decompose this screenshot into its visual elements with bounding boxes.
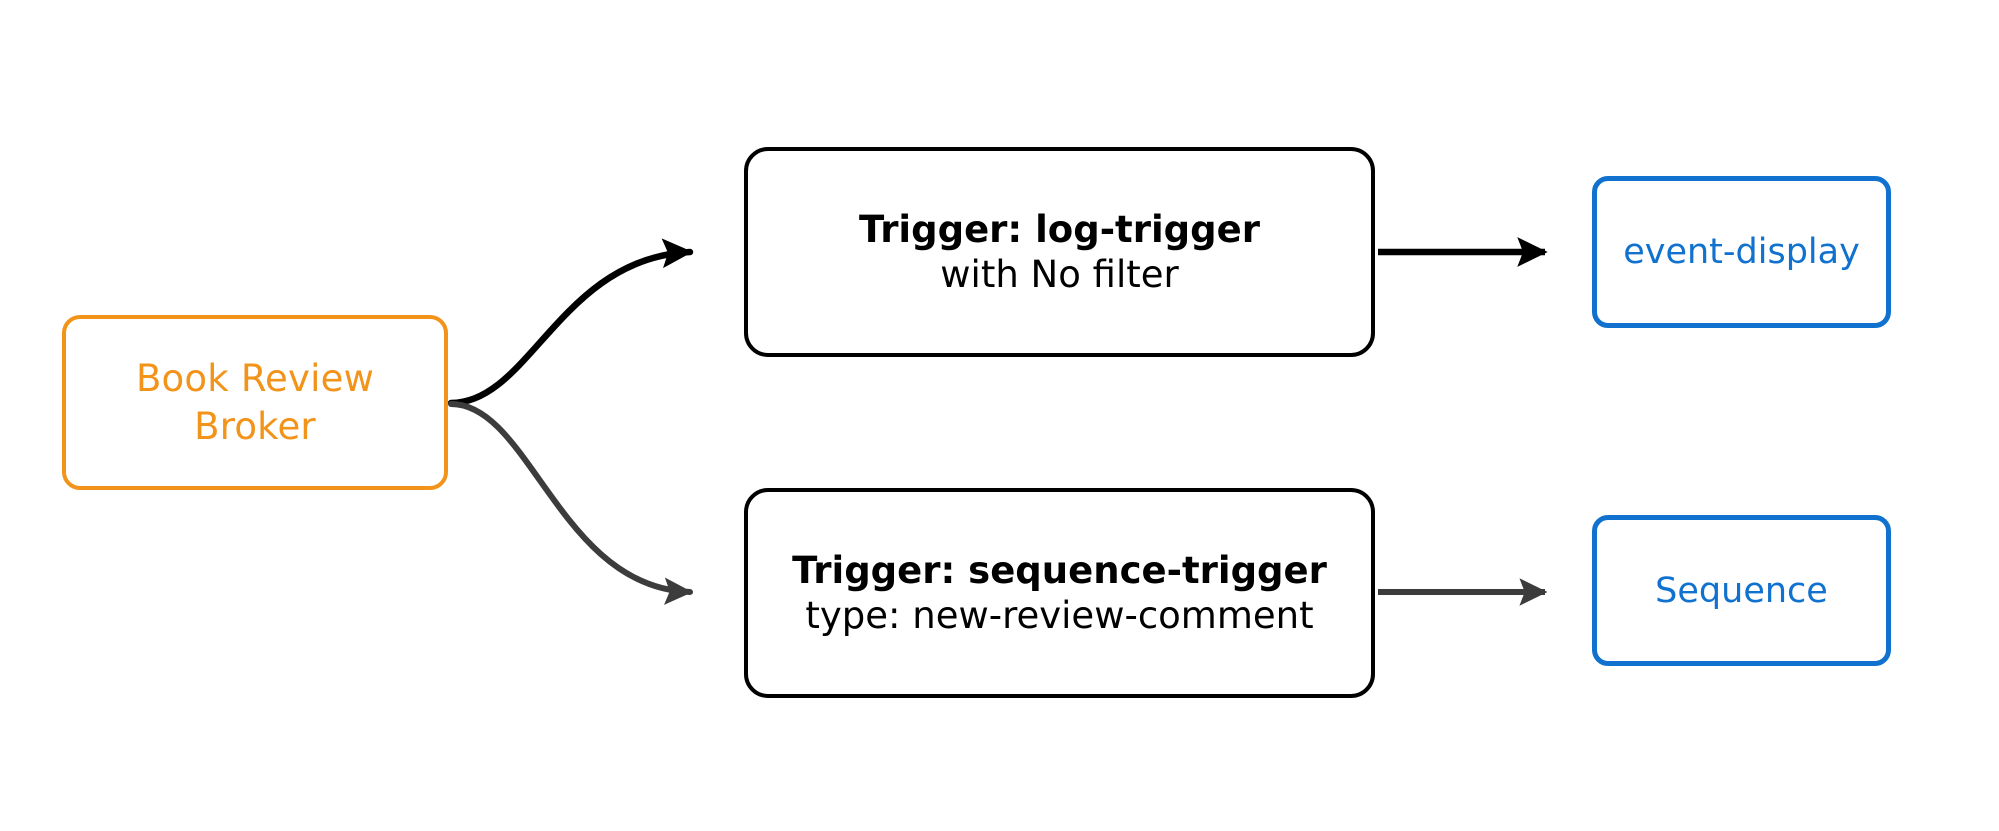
node-sink-sequence[interactable]: Sequence: [1592, 515, 1891, 666]
trigger-log-subtitle: with No filter: [940, 253, 1179, 296]
edge-broker-to-sequence-trigger: [448, 401, 693, 605]
sink-sequence-label: Sequence: [1655, 570, 1828, 611]
trigger-sequence-subtitle: type: new-review-comment: [805, 594, 1314, 637]
node-book-review-broker[interactable]: Book Review Broker: [62, 315, 448, 490]
node-trigger-sequence-trigger[interactable]: Trigger: sequence-trigger type: new-revi…: [744, 488, 1375, 698]
trigger-sequence-title: Trigger: sequence-trigger: [792, 548, 1327, 592]
edge-broker-to-log-trigger: [447, 238, 694, 407]
broker-label-line-1: Book Review: [135, 357, 375, 401]
sink-event-display-label: event-display: [1623, 232, 1860, 272]
node-trigger-log-trigger[interactable]: Trigger: log-trigger with No filter: [744, 147, 1375, 357]
broker-label-line-2: Broker: [194, 404, 316, 448]
node-sink-event-display[interactable]: event-display: [1592, 176, 1891, 328]
trigger-log-title: Trigger: log-trigger: [859, 207, 1260, 251]
